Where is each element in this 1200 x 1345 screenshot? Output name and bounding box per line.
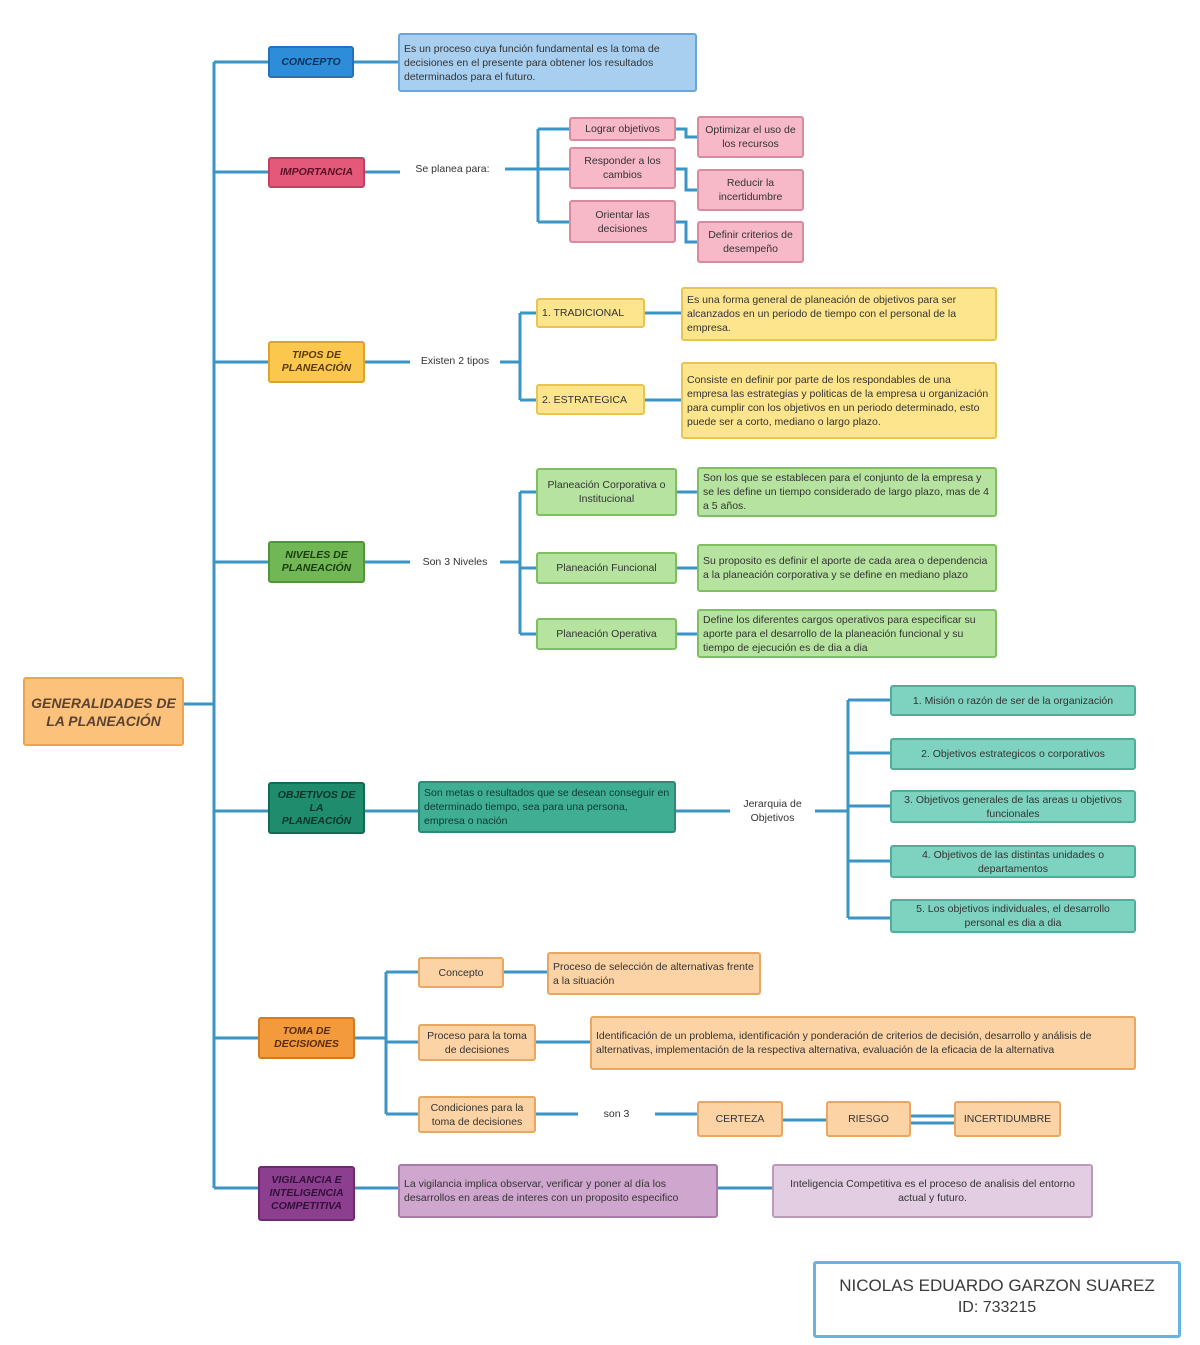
- node-text: Son los que se establecen para el conjun…: [703, 472, 990, 512]
- objetivos-definition: Son metas o resultados que se desean con…: [418, 781, 676, 833]
- node-text: 4. Objetivos de las distintas unidades o…: [921, 848, 1105, 875]
- nivel-detail: Su proposito es definir el aporte de cad…: [697, 544, 997, 592]
- node-text: Proceso para la toma de decisiones: [427, 1029, 527, 1056]
- nivel-item: Planeación Corporativa o Institucional: [536, 468, 677, 516]
- tipos-connector: Existen 2 tipos: [420, 355, 490, 367]
- author-card: NICOLAS EDUARDO GARZON SUAREZ ID: 733215: [813, 1261, 1181, 1338]
- category-vigilancia: VIGILANCIA E INTELIGENCIA COMPETITIVA: [258, 1166, 355, 1221]
- tipo-detail: Consiste en definir por parte de los res…: [681, 362, 997, 439]
- category-tipos: TIPOS DE PLANEACIÓN: [268, 341, 365, 383]
- niveles-connector: Son 3 Niveles: [422, 556, 488, 568]
- node-text: Consiste en definir por parte de los res…: [687, 373, 989, 428]
- nivel-detail: Define los diferentes cargos operativos …: [697, 609, 997, 658]
- category-niveles: NIVELES DE PLANEACIÓN: [268, 541, 365, 583]
- node-text: RIESGO: [848, 1113, 889, 1125]
- node-text: Condiciones para la toma de decisiones: [430, 1101, 524, 1128]
- condiciones-connector: son 3: [603, 1108, 630, 1120]
- nivel-item: Planeación Operativa: [536, 618, 677, 650]
- importancia-detail: Optimizar el uso de los recursos: [697, 116, 804, 158]
- node-text: 1. TRADICIONAL: [542, 307, 625, 319]
- node-text: 5. Los objetivos individuales, el desarr…: [916, 903, 1110, 929]
- node-text: Orientar las decisiones: [595, 208, 650, 235]
- condicion-certeza: CERTEZA: [697, 1101, 783, 1137]
- category-title: IMPORTANCIA: [279, 166, 354, 178]
- category-importancia: IMPORTANCIA: [268, 157, 365, 188]
- toma-concepto-label: Concepto: [418, 957, 504, 988]
- node-text: Es un proceso cuya función fundamental e…: [404, 42, 660, 83]
- category-title: TOMA DE DECISIONES: [274, 1025, 339, 1050]
- toma-concepto-detail: Proceso de selección de alternativas fre…: [547, 952, 761, 995]
- root-title: GENERALIDADES DE LA PLANEACIÓN: [31, 694, 176, 729]
- nivel-detail: Son los que se establecen para el conjun…: [697, 467, 997, 517]
- node-text: CERTEZA: [715, 1113, 765, 1125]
- toma-condiciones-label: Condiciones para la toma de decisiones: [418, 1096, 536, 1133]
- category-title: VIGILANCIA E INTELIGENCIA COMPETITIVA: [269, 1174, 344, 1212]
- jerarquia-item: 1. Misión o razón de ser de la organizac…: [890, 685, 1136, 716]
- node-text: Planeación Funcional: [556, 562, 657, 574]
- node-text: 1. Misión o razón de ser de la organizac…: [912, 694, 1114, 707]
- importancia-item: Orientar las decisiones: [569, 200, 676, 243]
- node-text: Identificación de un problema, identific…: [596, 1030, 1092, 1056]
- jerarquia-item: 2. Objetivos estrategicos o corporativos: [890, 738, 1136, 770]
- node-text: Proceso de selección de alternativas fre…: [553, 960, 754, 987]
- node-text: Planeación Corporativa o Institucional: [547, 479, 666, 505]
- author-id: ID: 733215: [957, 1299, 1037, 1316]
- node-text: Su proposito es definir el aporte de cad…: [703, 555, 988, 581]
- category-title: CONCEPTO: [281, 55, 341, 68]
- tipo-detail: Es una forma general de planeación de ob…: [681, 287, 997, 341]
- category-concepto: CONCEPTO: [268, 46, 354, 78]
- category-title: NIVELES DE PLANEACIÓN: [281, 549, 352, 574]
- tipo-item: 2. ESTRATEGICA: [536, 384, 645, 415]
- node-text: Optimizar el uso de los recursos: [705, 124, 796, 150]
- concepto-definition: Es un proceso cuya función fundamental e…: [398, 33, 697, 92]
- objetivos-connector: Jerarquia de Objetivos: [743, 798, 802, 824]
- jerarquia-item: 4. Objetivos de las distintas unidades o…: [890, 845, 1136, 878]
- condicion-incertidumbre: INCERTIDUMBRE: [954, 1101, 1061, 1137]
- toma-proceso-detail: Identificación de un problema, identific…: [590, 1016, 1136, 1070]
- node-text: Son metas o resultados que se desean con…: [424, 787, 670, 827]
- node-text: Definir criterios de desempeño: [708, 229, 793, 255]
- node-text: INCERTIDUMBRE: [963, 1113, 1052, 1125]
- importancia-item: Lograr objetivos: [569, 117, 676, 141]
- author-name: NICOLAS EDUARDO GARZON SUAREZ: [839, 1276, 1155, 1295]
- importancia-connector: Se planea para:: [415, 163, 490, 175]
- inteligencia-definition: Inteligencia Competitiva es el proceso d…: [772, 1164, 1093, 1218]
- node-text: Inteligencia Competitiva es el proceso d…: [790, 1178, 1075, 1204]
- node-text: Es una forma general de planeación de ob…: [687, 294, 957, 334]
- importancia-item: Responder a los cambios: [569, 147, 676, 189]
- node-text: 2. ESTRATEGICA: [542, 393, 627, 406]
- category-toma-decisiones: TOMA DE DECISIONES: [258, 1017, 355, 1059]
- importancia-detail: Reducir la incertidumbre: [697, 169, 804, 211]
- node-text: Planeación Operativa: [556, 628, 657, 640]
- nivel-item: Planeación Funcional: [536, 552, 677, 584]
- category-objetivos: OBJETIVOS DE LA PLANEACIÓN: [268, 782, 365, 834]
- node-text: Reducir la incertidumbre: [718, 177, 783, 203]
- node-text: 3. Objetivos generales de las areas u ob…: [904, 793, 1122, 820]
- node-text: Concepto: [438, 966, 484, 979]
- category-title: TIPOS DE PLANEACIÓN: [281, 349, 352, 374]
- node-text: Responder a los cambios: [584, 155, 661, 181]
- root-node: GENERALIDADES DE LA PLANEACIÓN: [23, 677, 184, 746]
- tipo-item: 1. TRADICIONAL: [536, 298, 645, 328]
- node-text: Lograr objetivos: [585, 123, 660, 135]
- toma-proceso-label: Proceso para la toma de decisiones: [418, 1024, 536, 1061]
- node-text: Define los diferentes cargos operativos …: [703, 613, 976, 654]
- jerarquia-item: 3. Objetivos generales de las areas u ob…: [890, 790, 1136, 823]
- category-title: OBJETIVOS DE LA PLANEACIÓN: [277, 788, 356, 827]
- condicion-riesgo: RIESGO: [826, 1101, 911, 1137]
- vigilancia-definition: La vigilancia implica observar, verifica…: [398, 1164, 718, 1218]
- node-text: 2. Objetivos estrategicos o corporativos: [921, 748, 1105, 760]
- jerarquia-item: 5. Los objetivos individuales, el desarr…: [890, 899, 1136, 933]
- importancia-detail: Definir criterios de desempeño: [697, 221, 804, 263]
- node-text: La vigilancia implica observar, verifica…: [404, 1178, 679, 1204]
